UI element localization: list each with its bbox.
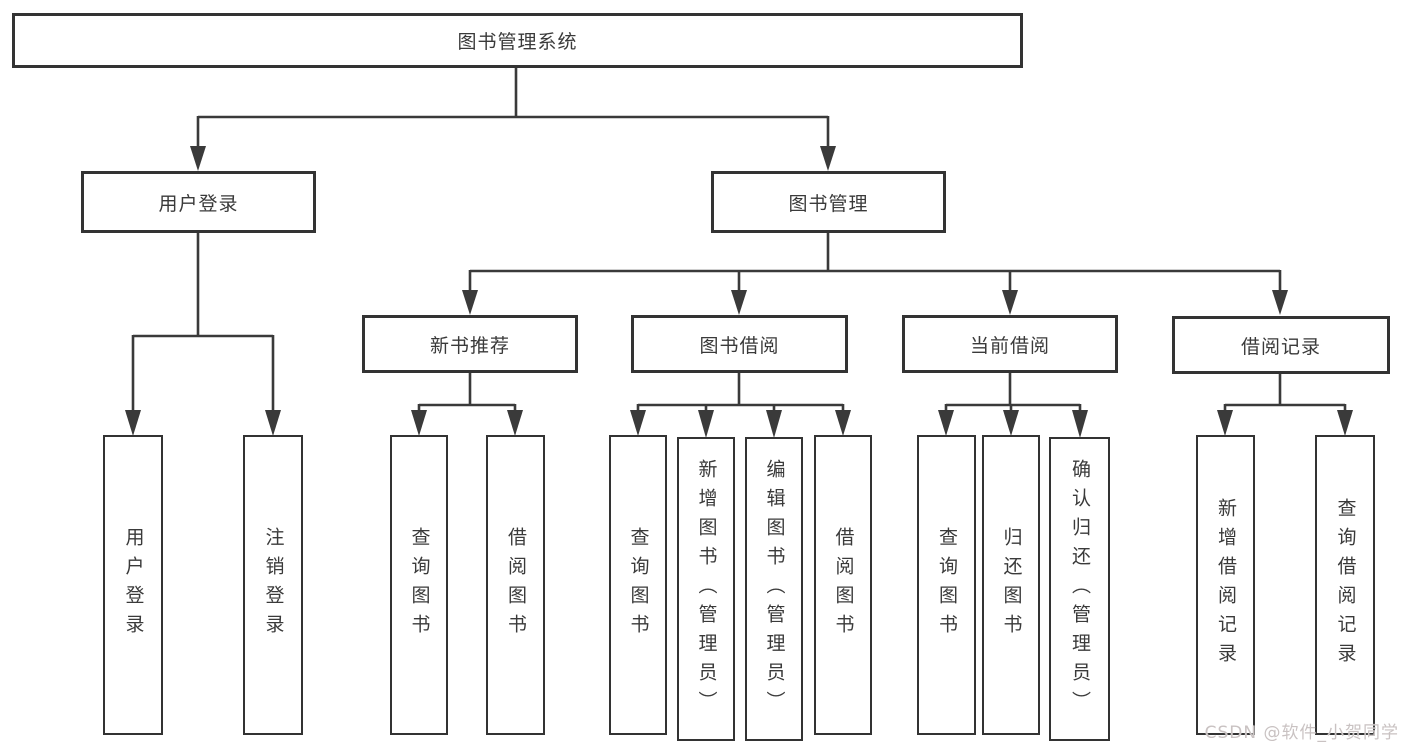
leaf-query-books-2: 查询图书	[609, 435, 667, 735]
leaf-user-login: 用户登录	[103, 435, 163, 735]
node-borrow-records: 借阅记录	[1172, 316, 1390, 374]
leaf-query-borrow-record-label: 查询借阅记录	[1334, 498, 1357, 672]
leaf-borrow-books-2: 借阅图书	[814, 435, 872, 735]
connector-user-login-branches	[125, 233, 281, 436]
connector-current-borrow-branches	[938, 373, 1088, 438]
leaf-query-books-3: 查询图书	[917, 435, 976, 735]
leaf-query-books-1: 查询图书	[390, 435, 448, 735]
node-new-book-recommend: 新书推荐	[362, 315, 578, 373]
connector-book-management-branches	[462, 233, 1288, 315]
leaf-edit-book-admin-label: 编辑图书（管理员）	[763, 458, 786, 720]
leaf-edit-book-admin: 编辑图书（管理员）	[745, 437, 803, 741]
csdn-watermark: CSDN @软件_小贺同学	[1204, 723, 1399, 743]
leaf-add-borrow-record: 新增借阅记录	[1196, 435, 1255, 735]
leaf-add-book-admin-label: 新增图书（管理员）	[695, 458, 718, 720]
connector-root-branches	[190, 68, 836, 171]
leaf-query-books-3-label: 查询图书	[936, 527, 958, 643]
node-current-borrow-label: 当前借阅	[969, 334, 1050, 357]
leaf-confirm-return-admin-label: 确认归还（管理员）	[1069, 458, 1091, 720]
connector-book-borrow-branches	[630, 373, 851, 438]
leaf-confirm-return-admin: 确认归还（管理员）	[1049, 437, 1110, 741]
node-book-management-label: 图书管理	[788, 192, 869, 215]
leaf-return-book-label: 归还图书	[1000, 527, 1023, 643]
leaf-borrow-books-1-label: 借阅图书	[505, 527, 527, 643]
node-root-label: 图书管理系统	[457, 31, 578, 53]
connector-new-book-branches	[411, 373, 523, 436]
node-root: 图书管理系统	[12, 13, 1023, 68]
node-book-borrow: 图书借阅	[631, 315, 848, 373]
node-borrow-records-label: 借阅记录	[1240, 335, 1321, 358]
node-user-login-label: 用户登录	[158, 192, 239, 215]
leaf-return-book: 归还图书	[982, 435, 1040, 735]
leaf-logout-login-label: 注销登录	[262, 527, 285, 643]
leaf-query-borrow-record: 查询借阅记录	[1315, 435, 1375, 735]
connector-borrow-records-branches	[1217, 374, 1353, 436]
node-new-book-recommend-label: 新书推荐	[429, 334, 510, 357]
node-book-borrow-label: 图书借阅	[699, 334, 780, 357]
leaf-logout-login: 注销登录	[243, 435, 303, 735]
leaf-add-book-admin: 新增图书（管理员）	[677, 437, 735, 741]
leaf-add-borrow-record-label: 新增借阅记录	[1215, 498, 1237, 672]
leaf-query-books-2-label: 查询图书	[627, 527, 650, 643]
node-book-management: 图书管理	[711, 171, 946, 233]
leaf-query-books-1-label: 查询图书	[408, 527, 431, 643]
leaf-borrow-books-1: 借阅图书	[486, 435, 545, 735]
node-current-borrow: 当前借阅	[902, 315, 1118, 373]
node-user-login: 用户登录	[81, 171, 316, 233]
leaf-user-login-label: 用户登录	[122, 527, 145, 643]
leaf-borrow-books-2-label: 借阅图书	[832, 527, 855, 643]
